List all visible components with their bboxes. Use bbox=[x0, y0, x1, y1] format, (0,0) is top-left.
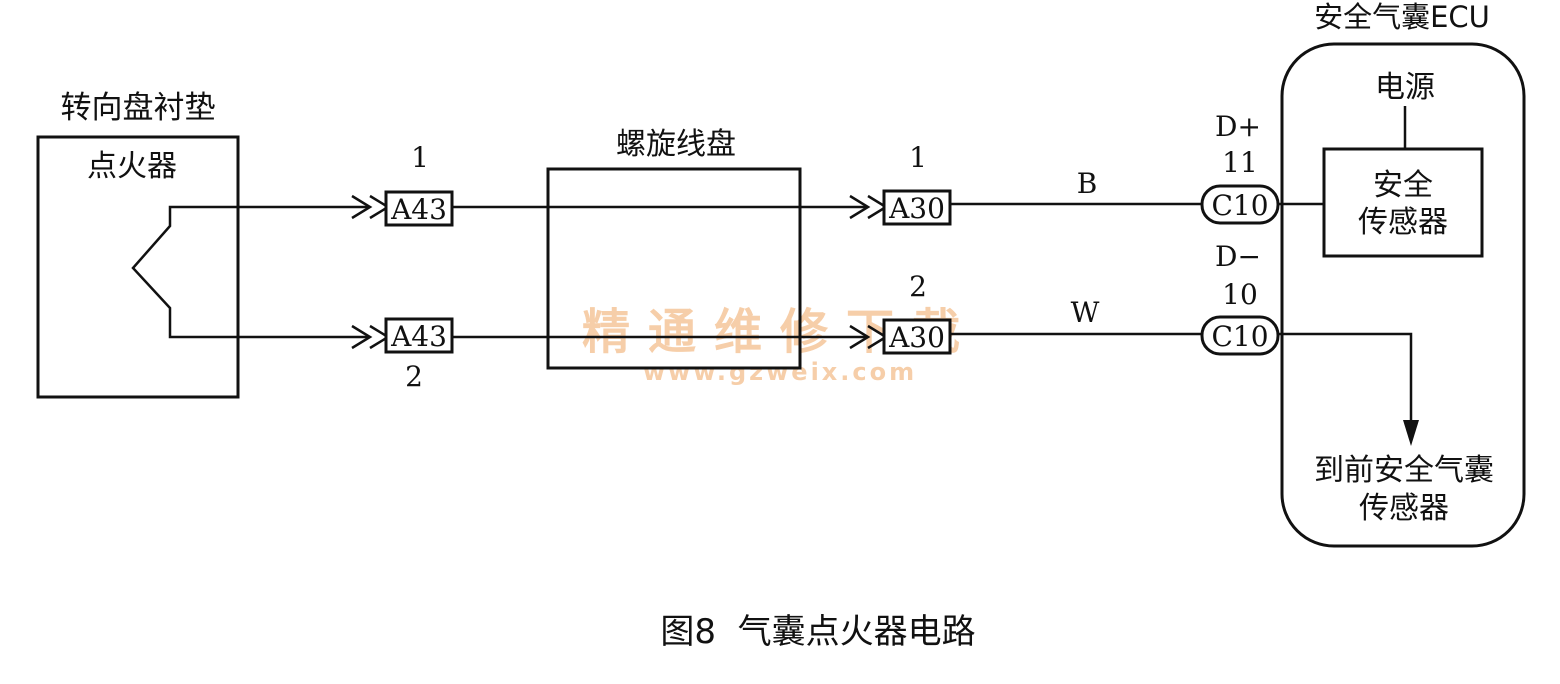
connector-pin: 1 bbox=[909, 141, 927, 174]
wire-color-bottom: W bbox=[1071, 296, 1100, 329]
connector-pin: 2 bbox=[405, 360, 423, 393]
connector-pin: 1 bbox=[411, 141, 429, 174]
power-label: 电源 bbox=[1375, 70, 1435, 105]
arrow-icon bbox=[849, 324, 871, 350]
steering-pad-label: 转向盘衬垫 bbox=[61, 90, 216, 126]
terminal-label: D+ bbox=[1215, 110, 1261, 143]
connector-name: C10 bbox=[1211, 320, 1268, 353]
safing-sensor-label: 传感器 bbox=[1358, 205, 1448, 240]
safing-sensor-box bbox=[1322, 147, 1484, 258]
terminal-label: D− bbox=[1215, 240, 1261, 273]
connector-name: C10 bbox=[1211, 189, 1268, 222]
arrow-down-icon bbox=[1403, 420, 1419, 446]
connector-name: A30 bbox=[888, 321, 945, 354]
connector-name: A30 bbox=[888, 192, 945, 225]
connector-a43-bottom: A43 2 bbox=[384, 317, 454, 393]
front-sensor-label: 到前安全气囊 bbox=[1314, 453, 1494, 488]
safing-sensor-label: 安全 bbox=[1373, 168, 1433, 203]
spiral-cable-label: 螺旋线盘 bbox=[616, 127, 736, 162]
igniter-label: 点火器 bbox=[87, 149, 177, 184]
connector-name: A43 bbox=[390, 193, 447, 226]
ecu-label: 安全气囊ECU bbox=[1314, 0, 1490, 34]
airbag-ecu: 安全气囊ECU 电源 安全 传感器 到前安全气囊 传感器 bbox=[1278, 0, 1526, 548]
connector-a43-top: 1 A43 bbox=[384, 141, 454, 227]
steering-pad: 转向盘衬垫 点火器 bbox=[36, 90, 242, 399]
arrow-icon bbox=[351, 194, 373, 220]
igniter-symbol bbox=[131, 205, 242, 339]
front-sensor-label: 传感器 bbox=[1359, 491, 1449, 526]
spiral-cable-box bbox=[546, 167, 802, 370]
watermark-url: www.gzweix.com bbox=[643, 358, 917, 386]
spiral-cable: 螺旋线盘 bbox=[546, 127, 802, 370]
steering-pad-box bbox=[36, 135, 240, 399]
connector-pin: 10 bbox=[1222, 278, 1258, 311]
connector-c10-top: D+ 11 C10 bbox=[1200, 110, 1280, 225]
arrow-icon bbox=[849, 194, 871, 220]
wires-a30-to-c10: B W bbox=[950, 167, 1202, 336]
ecu-wire-bottom bbox=[1278, 332, 1413, 430]
wire-color-top: B bbox=[1077, 167, 1098, 200]
figure-caption: 图8 气囊点火器电路 bbox=[660, 612, 975, 652]
connector-a30-bottom: 2 A30 bbox=[882, 270, 952, 355]
connector-name: A43 bbox=[390, 320, 447, 353]
wires-pad-to-a43 bbox=[242, 194, 391, 350]
connector-pin: 2 bbox=[909, 270, 927, 303]
arrow-icon bbox=[351, 324, 373, 350]
connector-c10-bottom: D− 10 C10 bbox=[1200, 240, 1280, 356]
ecu-box bbox=[1280, 42, 1526, 548]
connector-pin: 11 bbox=[1222, 146, 1258, 179]
connector-a30-top: 1 A30 bbox=[882, 141, 952, 226]
